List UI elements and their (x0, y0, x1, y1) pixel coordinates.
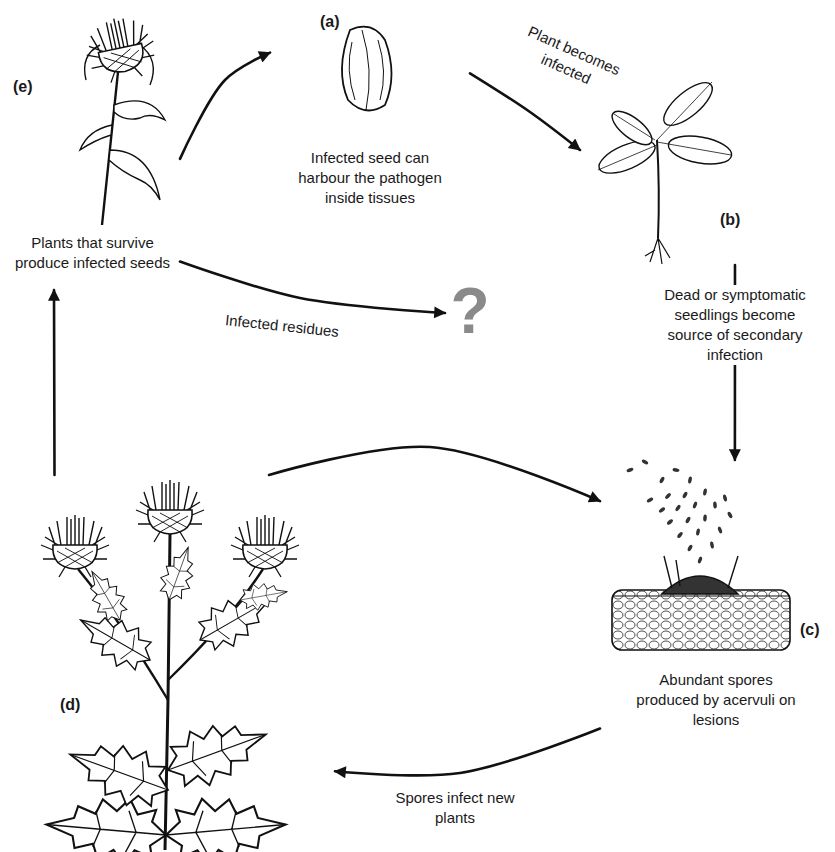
acervulus-drawing-part-part (717, 526, 723, 534)
text-holder: Abundant spores produced by acervuli on … (630, 670, 802, 730)
text-holder: (a) (320, 12, 350, 32)
arrow-label: Plant becomes infected (507, 17, 633, 102)
stage-caption: Infected seed can harbour the pathogen i… (290, 148, 450, 208)
stage-letter: (e) (13, 77, 43, 97)
stage-caption: Plants that survive produce infected see… (7, 233, 178, 273)
acervulus-drawing-part (612, 595, 790, 596)
survivor-plant-drawing (80, 12, 165, 225)
acervulus-drawing-part-part (713, 501, 717, 508)
thistle-drawing-part (238, 579, 290, 613)
question-mark: ? (445, 275, 495, 347)
text-holder: (b) (720, 210, 750, 230)
cycle-arrow (335, 729, 600, 776)
acervulus-drawing-part (664, 556, 738, 588)
thistle-drawing-part (79, 564, 134, 628)
acervulus-drawing-part-part (727, 511, 734, 519)
thistle-drawing-part (41, 515, 109, 577)
thistle-drawing-part (60, 728, 177, 817)
survivor-plant-drawing-part (81, 12, 160, 87)
acervulus-drawing-part-part (692, 501, 698, 509)
survivor-plant-drawing-part (109, 150, 160, 200)
acervulus-drawing (612, 459, 790, 650)
text-holder: (d) (60, 695, 90, 715)
seedling-drawing-part (645, 238, 670, 264)
arrow-label: Infected residues (211, 309, 352, 344)
acervulus-drawing-part-part (696, 528, 701, 536)
seedling-drawing-part (657, 76, 718, 133)
text-holder: Infected seed can harbour the pathogen i… (290, 148, 450, 208)
text-holder: (c) (800, 620, 826, 640)
seedling-drawing-part (607, 105, 657, 150)
cycle-arrow (470, 73, 580, 150)
arrow-label: Dead or symptomatic seedlings become sou… (655, 285, 815, 365)
acervulus-drawing-part-part (703, 488, 708, 496)
stage-caption: Abundant spores produced by acervuli on … (630, 670, 802, 730)
stage-node: (e) Plants that survive produce infected … (5, 5, 180, 290)
stage-letter: (c) (800, 620, 826, 640)
survivor-plant-drawing-part (114, 101, 165, 120)
thistle-drawing-part (163, 792, 288, 852)
acervulus-drawing-part-part (687, 544, 694, 552)
stage-node: ? (445, 275, 497, 351)
seed-drawing-part (342, 27, 392, 111)
cycle-arrow (180, 262, 445, 314)
seed-drawing (342, 27, 392, 111)
acervulus-drawing-part-part (697, 556, 703, 564)
text-holder: ? (445, 275, 495, 347)
text-holder: (e) (13, 77, 43, 97)
acervulus-drawing-part (612, 590, 790, 650)
stage-node: (a) Infected seed can harbour the pathoge… (270, 5, 470, 212)
acervulus-drawing-part-part (722, 494, 727, 502)
thistle-drawing-part (158, 708, 275, 797)
stage-node: (c) Abundant spores produced by acervuli … (600, 460, 835, 734)
acervulus-drawing-part-part (675, 504, 682, 512)
acervulus-drawing-part-part (641, 459, 649, 466)
thistle-drawing-part (155, 542, 203, 605)
acervulus-drawing-part-part (685, 516, 692, 524)
seedling-drawing (595, 76, 734, 264)
acervulus-drawing-part-part (710, 541, 715, 549)
seedling-drawing-part (666, 132, 734, 169)
thistle-drawing (41, 480, 299, 852)
stage-letter: (a) (320, 12, 350, 32)
text-holder: Plants that survive produce infected see… (7, 233, 178, 273)
acervulus-drawing-part-part (659, 476, 666, 484)
acervulus-drawing-part-part (658, 507, 666, 514)
thistle-drawing-part (231, 515, 299, 577)
cycle-arrow (180, 53, 270, 159)
acervulus-drawing-part-part (664, 492, 671, 499)
survivor-plant-drawing-part (102, 72, 118, 225)
acervulus-drawing-part-part (676, 531, 683, 539)
stage-node: (d) (5, 475, 335, 850)
acervulus-drawing-part-part (646, 497, 654, 504)
thistle-drawing-part (136, 480, 204, 542)
stage-letter: (d) (60, 695, 90, 715)
acervulus-drawing-part-part (672, 468, 680, 473)
cycle-arrow (53, 290, 56, 475)
seedling-drawing-part (657, 140, 659, 238)
acervulus-drawing-part-part (666, 518, 674, 525)
arrow-label: Spores infect new plants (390, 788, 520, 828)
stage-letter: (b) (720, 210, 750, 230)
survivor-plant-drawing-part (80, 125, 112, 150)
seed-drawing-part (349, 30, 383, 110)
acervulus-drawing-part (626, 459, 733, 564)
acervulus-drawing-part-part (688, 476, 693, 484)
acervulus-drawing-part (662, 576, 738, 594)
acervulus-drawing-part-part (626, 467, 634, 473)
cycle-arrow (269, 447, 600, 501)
acervulus-drawing-part-part (703, 514, 707, 521)
acervulus-drawing-part-part (682, 491, 689, 499)
